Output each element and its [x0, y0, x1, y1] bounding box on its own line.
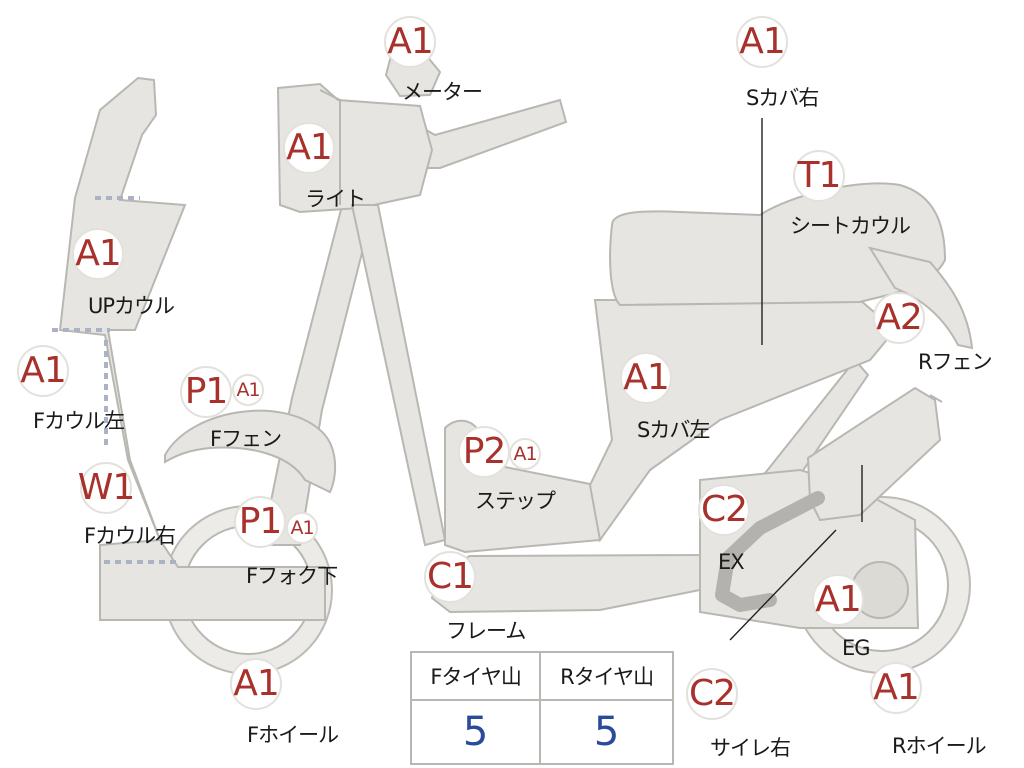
r-fender-label: Rフェン: [918, 350, 993, 374]
up-cowl-rating-badge: A1: [72, 228, 124, 280]
f-wheel-label: Fホイール: [247, 723, 339, 747]
f-fender-rating-badge-1: P1: [180, 366, 232, 418]
s-cover-left-rating-badge: A1: [620, 352, 672, 404]
f-fender-label: Fフェン: [210, 427, 282, 451]
seat-shape: [609, 182, 947, 307]
f-fender-rating-badge-2: A1: [232, 374, 264, 406]
light-rating-badge: A1: [283, 122, 335, 174]
exhaust-label: EX: [718, 550, 745, 574]
rear-tire-tread-header: Rタイヤ山: [539, 651, 674, 701]
headlight-shape: [276, 82, 434, 214]
s-cover-right-label: Sカバ右: [746, 86, 819, 110]
f-cowl-left-label: Fカウル左: [33, 409, 125, 433]
f-cowl-left-rating-badge: A1: [17, 345, 69, 397]
meter-rating-badge: A1: [384, 16, 436, 68]
front-tire-tread-value: 5: [409, 699, 542, 765]
s-cover-right-rating-badge: A1: [736, 16, 788, 68]
frame-label: フレーム: [446, 619, 526, 643]
r-wheel-label: Rホイール: [892, 734, 987, 758]
f-fork-lower-rating-badge-2: A1: [286, 512, 318, 544]
step-rating-badge-2: A1: [509, 438, 541, 470]
rear-tire-tread-value: 5: [539, 699, 674, 765]
f-fork-lower-label: Fフォク下: [246, 564, 338, 588]
seat-cowl-rating-badge: T1: [793, 150, 845, 202]
s-cover-left-label: Sカバ左: [637, 418, 710, 442]
tire-tread-table: Fタイヤ山 Rタイヤ山 5 5: [409, 651, 674, 765]
step-rating-badge-1: P2: [458, 426, 510, 478]
muffler-right-rating-badge: C2: [686, 668, 738, 720]
frame-tube-shape: [350, 204, 447, 547]
f-wheel-rating-badge: A1: [230, 658, 282, 710]
r-fender-rating-badge: A2: [873, 292, 925, 344]
exhaust-pipe-shape: [715, 491, 825, 612]
meter-label: メーター: [402, 80, 483, 104]
exhaust-rating-badge: C2: [698, 484, 750, 536]
seat-cowl-label: シートカウル: [790, 214, 911, 238]
front-cowl-shape: [58, 76, 326, 621]
engine-label: EG: [842, 636, 871, 660]
up-cowl-label: UPカウル: [88, 294, 175, 318]
light-label: ライト: [305, 187, 366, 211]
f-cowl-right-rating-badge: W1: [78, 462, 135, 514]
front-fender-shape: [164, 409, 337, 494]
muffler-right-label: サイレ右: [710, 736, 791, 760]
f-fork-lower-rating-badge-1: P1: [234, 496, 286, 548]
f-cowl-right-label: Fカウル右: [84, 524, 176, 548]
frame-rating-badge: C1: [424, 551, 476, 603]
step-label: ステップ: [475, 489, 556, 513]
front-tire-tread-header: Fタイヤ山: [409, 651, 542, 701]
r-wheel-rating-badge: A1: [870, 662, 922, 714]
engine-rating-badge: A1: [812, 574, 864, 626]
